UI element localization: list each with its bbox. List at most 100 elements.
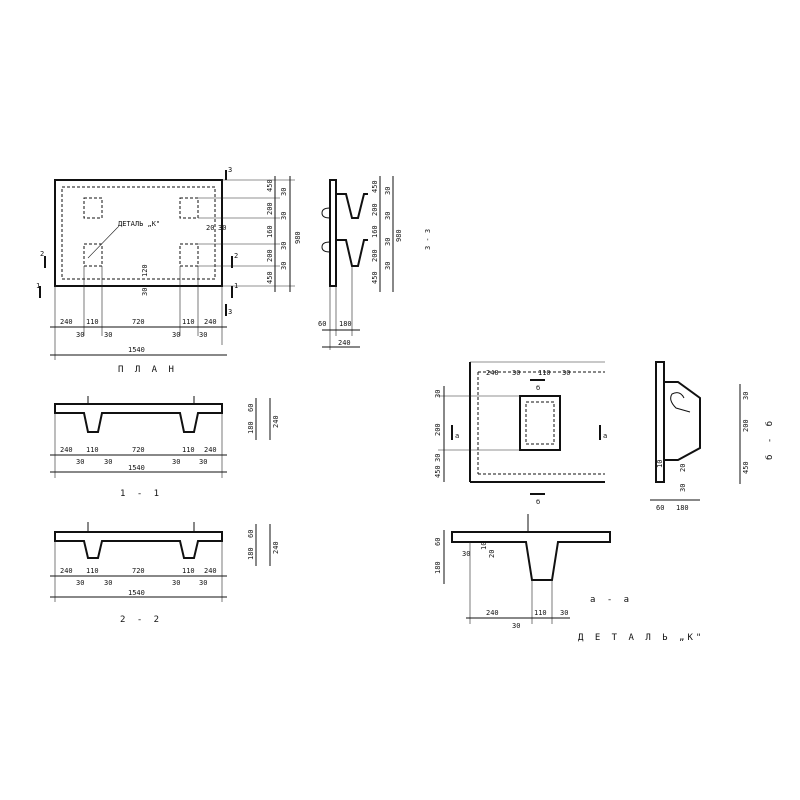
plan-dim: 240: [204, 318, 217, 326]
plan-view: ДЕТАЛЬ „К" 2 2 1 1 3 3 20 30 120 30 240 …: [36, 166, 302, 375]
plan-dim: 110: [182, 318, 195, 326]
plan-dim: 30: [104, 331, 112, 339]
bb-inner-dim: 10: [656, 460, 664, 468]
rib-opening: [519, 395, 561, 451]
plan-right-dim: 160: [266, 225, 274, 238]
section-profile: [54, 403, 223, 433]
s22-dim: 30: [104, 579, 112, 587]
aa-bottom-dim: 110: [534, 609, 547, 617]
s11-dim: 720: [132, 446, 145, 454]
section-2-2: 60 180 240 240 110 720 110 240 30 30 30 …: [50, 522, 280, 625]
k-left-dim: 200: [434, 423, 442, 436]
s22-right-dim: 60: [247, 530, 255, 538]
plan-right-total: 980: [294, 231, 302, 244]
plan-title: П Л А Н: [118, 365, 177, 375]
plan-inner-dim: 30: [141, 288, 149, 296]
s11-total: 1540: [128, 464, 145, 472]
rib-opening: [179, 243, 199, 267]
plan-total-dim: 1540: [128, 346, 145, 354]
s33-dim: 30: [384, 187, 392, 195]
s22-dim: 240: [60, 567, 73, 575]
bb-title: б - б: [764, 418, 775, 460]
rib-opening: [179, 197, 199, 219]
plan-inner-dim: 120: [141, 264, 149, 277]
plan-callout-label: ДЕТАЛЬ „К": [118, 220, 160, 228]
k-top-dim: 110: [538, 369, 551, 377]
section-slab: [655, 361, 665, 483]
rib-profile: [336, 193, 368, 219]
bb-inner-dim: 30: [679, 484, 687, 492]
bb-bottom-dim: 60: [656, 504, 664, 512]
cut-label: а: [455, 432, 459, 440]
s11-dim: 240: [60, 446, 73, 454]
section-mark-label: 1: [36, 282, 40, 290]
s11-dim: 30: [104, 458, 112, 466]
section-profile: [451, 531, 611, 581]
s22-dim: 240: [204, 567, 217, 575]
bb-right-dim: 450: [742, 461, 750, 474]
section-profile: [54, 531, 223, 559]
s22-dim: 110: [86, 567, 99, 575]
s33-dim: 30: [384, 238, 392, 246]
rib-opening: [83, 197, 103, 219]
aa-inner-dim: 30: [462, 550, 470, 558]
rib-profile: [336, 239, 368, 267]
aa-left-dim: 60: [434, 538, 442, 546]
s33-title: 3 - 3: [424, 229, 432, 250]
bb-bottom-dim: 180: [676, 504, 689, 512]
cut-label: б: [536, 498, 540, 506]
plan-dim: 30: [76, 331, 84, 339]
callout-leader: [87, 226, 119, 259]
s22-dim: 30: [172, 579, 180, 587]
plan-dim: 30: [199, 331, 207, 339]
k-top-dim: 240: [486, 369, 499, 377]
s22-dim: 720: [132, 567, 145, 575]
bb-inner-dim: 20: [679, 464, 687, 472]
section-b-b: 30 200 450 10 20 30 60 180 б - б: [650, 361, 775, 512]
k-left-dim: 450: [434, 465, 442, 478]
s33-dim: 450: [371, 180, 379, 193]
rib-profile: [664, 381, 701, 461]
s33-bottom-dim: 60: [318, 320, 326, 328]
s11-right-dim: 180: [247, 421, 255, 434]
plan-right-dim: 30: [280, 212, 288, 220]
plan-right-dim: 450: [266, 179, 274, 192]
aa-inner-dim: 20: [488, 550, 496, 558]
aa-bottom-dim: 30: [560, 609, 568, 617]
k-left-dim: 30: [434, 390, 442, 398]
s22-total: 1540: [128, 589, 145, 597]
detail-k-title: Д Е Т А Л Ь „К": [578, 633, 704, 643]
s22-dim: 110: [182, 567, 195, 575]
plan-dim: 240: [60, 318, 73, 326]
plan-right-dim: 30: [280, 242, 288, 250]
aa-bottom-dim: 30: [512, 622, 520, 630]
slab-outline: [54, 179, 223, 287]
plan-dim: 720: [132, 318, 145, 326]
plan-right-dim: 30: [280, 188, 288, 196]
s22-title: 2 - 2: [120, 615, 162, 625]
s11-right-dim: 240: [272, 415, 280, 428]
s22-dim: 30: [76, 579, 84, 587]
plan-right-dim: 30: [280, 262, 288, 270]
lifting-loop-icon: [321, 207, 331, 219]
detail-k-plan: 240 30 110 30 30 200 30 450 а а б б: [434, 361, 607, 506]
plan-right-dim: 200: [266, 249, 274, 262]
s22-dim: 30: [199, 579, 207, 587]
section-mark-label: 3: [228, 308, 232, 316]
s22-right-dim: 180: [247, 547, 255, 560]
s33-dim: 450: [371, 271, 379, 284]
s22-right-dim: 240: [272, 541, 280, 554]
k-top-dim: 30: [512, 369, 520, 377]
s11-dim: 30: [76, 458, 84, 466]
s33-dim: 30: [384, 262, 392, 270]
section-a-a: 60 180 30 20 10 240 110 30 30 а - а: [434, 514, 629, 630]
s11-dim: 30: [199, 458, 207, 466]
s33-dim: 200: [371, 249, 379, 262]
plan-dim: 30: [172, 331, 180, 339]
section-3-3: 450 30 200 30 160 30 200 30 450 980 3 - …: [318, 176, 432, 350]
rib-opening-inner: [525, 401, 555, 445]
lifting-loop-icon: [670, 392, 691, 413]
s11-dim: 30: [172, 458, 180, 466]
plan-inner-dim: 20: [206, 224, 214, 232]
